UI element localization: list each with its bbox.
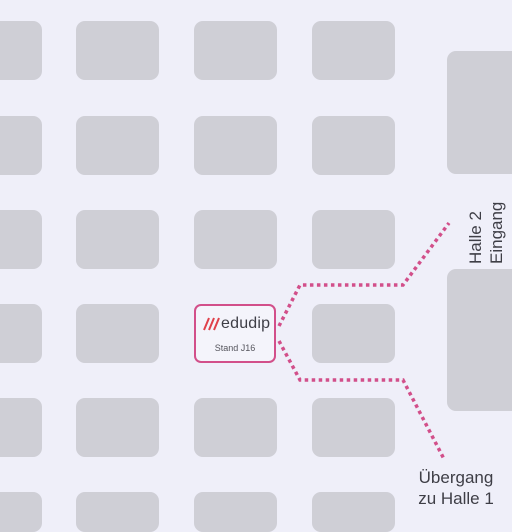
route-to-hall2-entrance: [277, 221, 451, 327]
brand-name: edudip: [221, 315, 271, 332]
booth[interactable]: [0, 304, 42, 363]
transfer-label-line2: zu Halle 1: [418, 489, 494, 508]
booth[interactable]: [76, 21, 159, 80]
booth[interactable]: [76, 116, 159, 175]
hall2-entrance-label: Halle 2 Eingang: [465, 202, 507, 264]
booth[interactable]: [0, 21, 42, 80]
hall-block-upper: [447, 51, 512, 174]
booth[interactable]: [194, 210, 277, 269]
hall1-transfer-label: Übergang zu Halle 1: [402, 467, 510, 509]
booth[interactable]: [312, 21, 395, 80]
booth[interactable]: [194, 21, 277, 80]
booth[interactable]: [312, 304, 395, 363]
highlighted-booth-j16[interactable]: edudip Stand J16: [194, 304, 276, 363]
brand-logo: edudip: [203, 315, 270, 333]
booth[interactable]: [0, 210, 42, 269]
booth[interactable]: [312, 398, 395, 457]
hall2-label-line1: Halle 2: [466, 211, 485, 264]
route-to-hall1-transfer: [277, 340, 446, 460]
route-paths: [277, 221, 451, 460]
booth[interactable]: [312, 210, 395, 269]
stand-label: Stand J16: [214, 343, 256, 353]
booth[interactable]: [0, 398, 42, 457]
booth[interactable]: [76, 210, 159, 269]
booth[interactable]: [194, 398, 277, 457]
edudip-slash-logo-icon: [203, 317, 220, 331]
hall-block-lower: [447, 269, 512, 411]
transfer-label-line1: Übergang: [418, 468, 494, 487]
booth[interactable]: [312, 116, 395, 175]
booth[interactable]: [0, 116, 42, 175]
booth[interactable]: [194, 116, 277, 175]
floor-map: edudip Stand J16 Halle 2 Eingang Übergan…: [0, 21, 512, 532]
booth[interactable]: [76, 398, 159, 457]
booth[interactable]: [76, 304, 159, 363]
hall2-label-line2: Eingang: [487, 201, 506, 264]
